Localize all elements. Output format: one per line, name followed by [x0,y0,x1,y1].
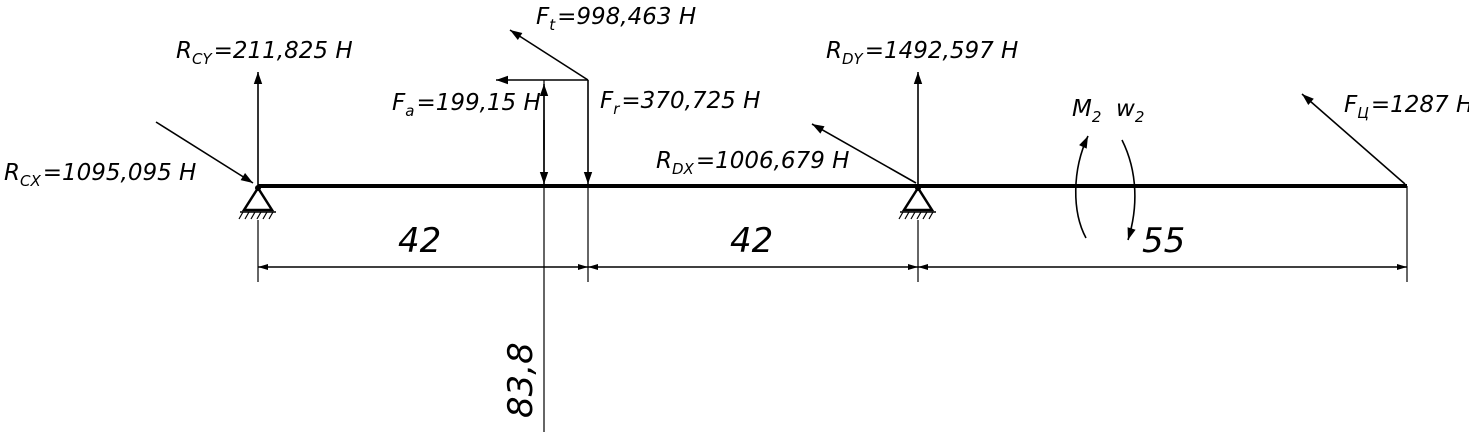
dim-span2-label: 42 [730,221,773,261]
dim-span3-label: 55 [1142,221,1185,261]
fr-label: Fr=370,725 H [600,88,760,118]
fc-label: FЦ=1287 H [1344,92,1469,122]
dim-span1-label: 42 [398,221,441,261]
rcx-arrow [155,121,254,184]
w2-arrow [1121,139,1136,241]
support-d [898,185,936,220]
fa-label: Fa=199,15 H [392,90,541,120]
rcx-label: RCX=1095,095 H [4,160,196,190]
rdx-arrow [811,123,917,184]
m2-arrow [1074,135,1089,239]
w2-label: w2 [1116,96,1144,126]
dim-gear-diameter-label: 83,8 [501,342,541,418]
rdx-label: RDX=1006,679 H [656,148,849,178]
ft-arrow [509,29,589,81]
rcy-label: RCY=211,825 H [176,38,353,68]
rdy-label: RDY=1492,597 H [826,38,1018,68]
fc-arrow [1301,93,1406,185]
support-c [238,185,276,220]
m2-label: M2 [1072,96,1101,126]
ft-label: Ft=998,463 H [536,4,696,34]
